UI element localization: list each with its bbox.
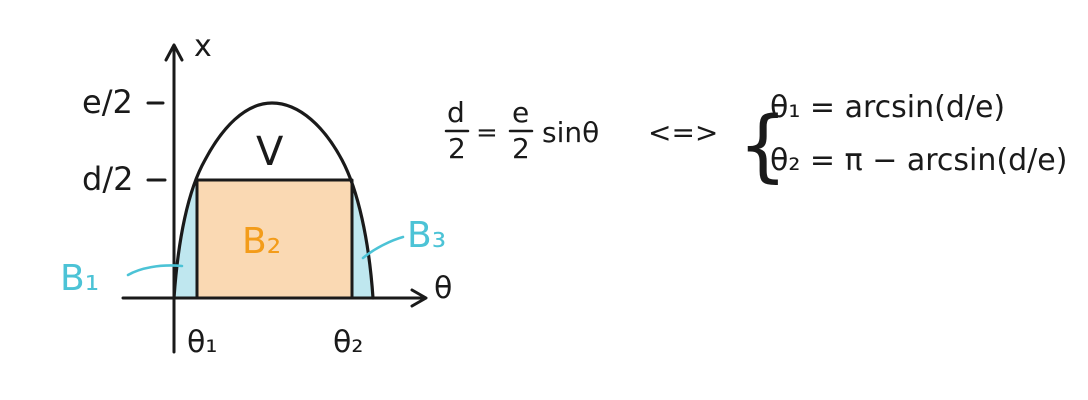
x-tick-label-theta1: θ₁ — [187, 325, 217, 360]
label-b1: B₁ — [60, 258, 99, 299]
eq-theta2-line: θ₂ = π − arcsin(d/e) — [770, 143, 1067, 178]
region-b1 — [174, 180, 197, 298]
label-b3: B₃ — [407, 215, 446, 256]
y-axis-label: x — [194, 29, 212, 64]
eq-d-numerator: d — [447, 96, 465, 129]
y-axis-arrow — [164, 43, 184, 62]
eq-theta1-line: θ₁ = arcsin(d/e) — [770, 90, 1005, 125]
x-tick-label-theta2: θ₂ — [333, 325, 363, 360]
rect-outline — [195, 178, 354, 298]
b1-connector — [126, 264, 184, 277]
region-b3 — [352, 180, 373, 298]
y-tick-label-e2: e/2 — [82, 83, 133, 121]
eq-equals: = — [476, 118, 498, 148]
x-axis-arrow — [410, 288, 428, 308]
sine-curve — [172, 101, 375, 300]
eq-sin-term: sinθ — [542, 116, 599, 149]
region-b2 — [197, 180, 352, 298]
eq-e-numerator: e — [512, 96, 529, 129]
label-b2: B₂ — [242, 221, 281, 262]
eq-iff: <=> — [648, 116, 718, 149]
x-axis-label: θ — [434, 271, 452, 306]
eq-e-denominator: 2 — [512, 132, 530, 165]
eq-d-denominator: 2 — [448, 132, 466, 165]
label-v: V — [256, 129, 284, 175]
eq-brace: { — [738, 101, 788, 191]
b3-connector — [361, 235, 405, 260]
y-tick-label-d2: d/2 — [82, 160, 133, 198]
